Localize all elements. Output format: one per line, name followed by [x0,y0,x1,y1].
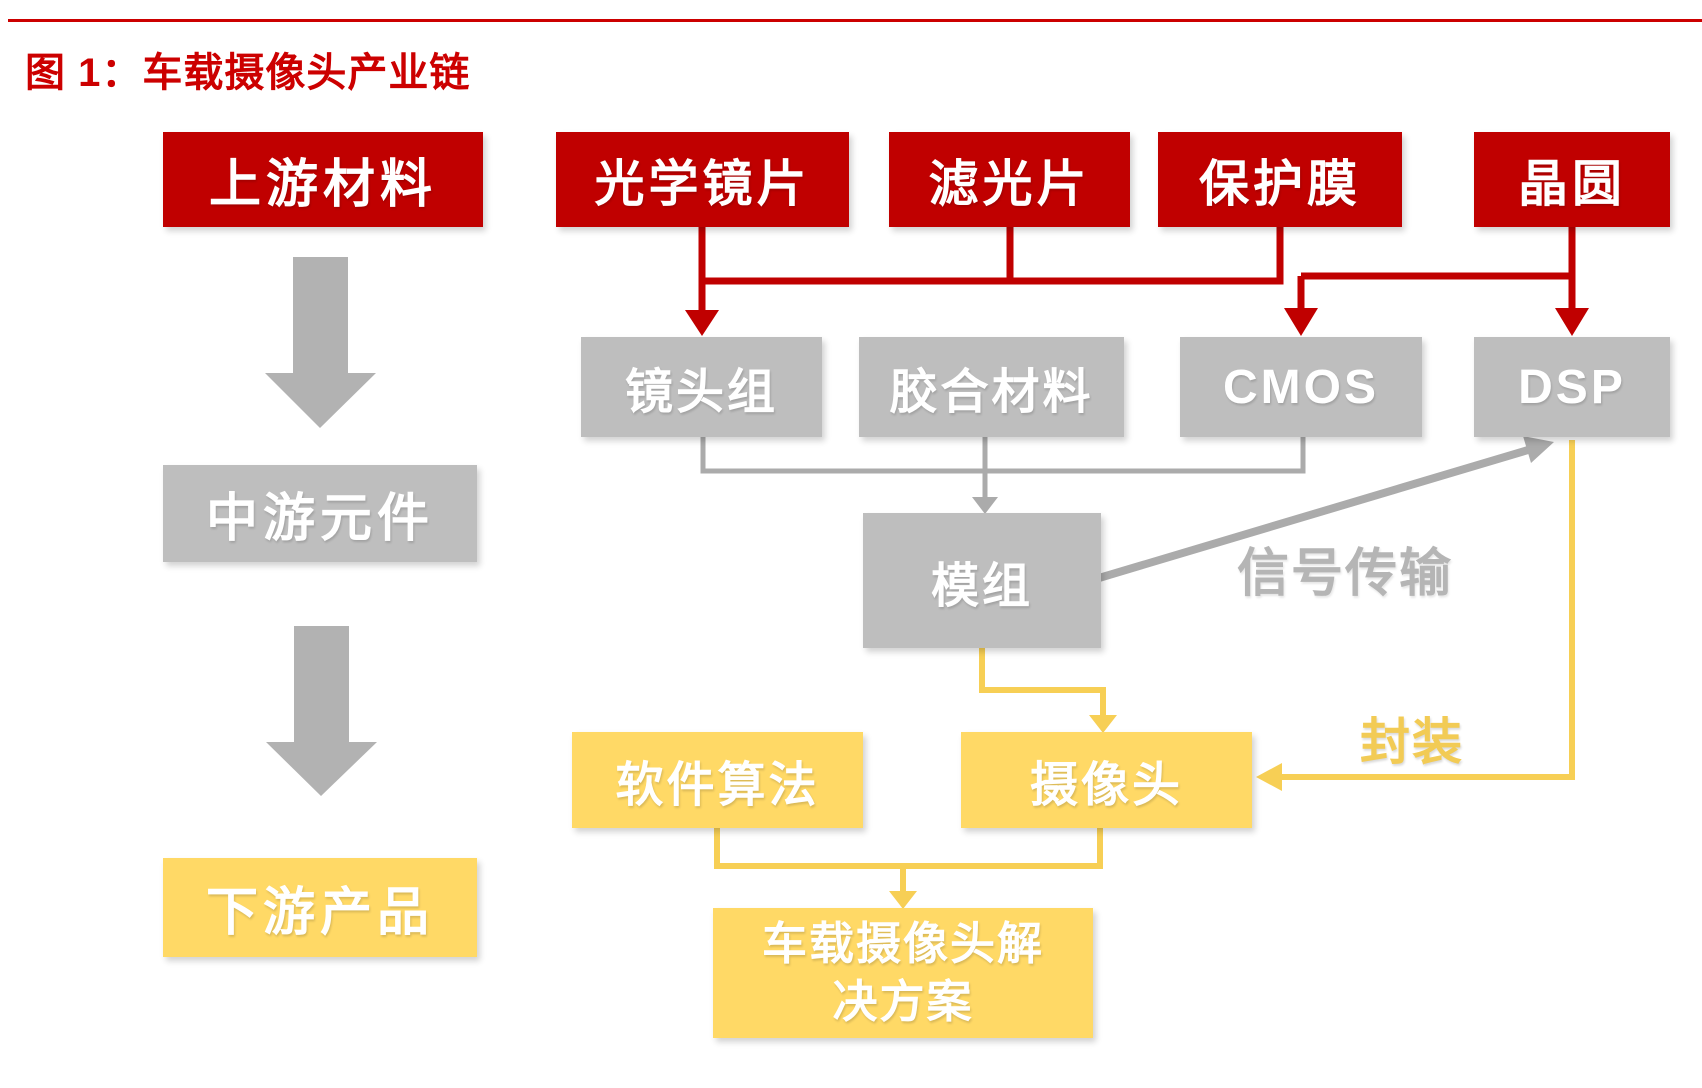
arrowhead-to-lens-group [685,310,719,336]
arrowhead-to-module [972,497,998,514]
box-dsp-label: DSP [1518,360,1626,414]
box-camera-solution-line2: 决方案 [832,976,974,1027]
connector-signal-transmission [1097,446,1530,582]
box-camera-solution-line1: 车载摄像头解 [761,917,1044,969]
box-downstream-products-label: 下游产品 [205,884,434,942]
box-optical-lens: 光学镜片 [556,132,849,227]
box-software-algorithm-label: 软件算法 [615,759,820,812]
box-cmos: CMOS [1180,337,1422,437]
box-optical-lens-label: 光学镜片 [594,155,811,212]
arrowhead-signal-to-dsp [1523,436,1554,463]
figure-title: 图 1：车载摄像头产业链 [25,51,471,95]
box-lens-group-label: 镜头组 [624,366,778,419]
box-camera-solution: 车载摄像头解 决方案 [713,908,1093,1038]
box-module: 模组 [863,513,1101,648]
box-camera-label: 摄像头 [1029,759,1183,812]
box-cmos-label: CMOS [1223,360,1379,414]
box-dsp: DSP [1474,337,1670,437]
box-camera: 摄像头 [961,732,1252,828]
box-filter-label: 滤光片 [928,155,1091,212]
box-upstream-materials-label: 上游材料 [208,156,437,214]
block-arrow-upstream-to-midstream [265,257,376,428]
box-midstream-components-label: 中游元件 [205,490,434,548]
box-bonding-material-label: 胶合材料 [889,366,1094,419]
arrowhead-to-solution [889,891,917,909]
box-protective-film-label: 保护膜 [1199,155,1361,212]
box-wafer: 晶圆 [1474,132,1670,227]
connector-module-to-camera [979,648,1106,717]
connector-dsp-to-camera-packaging [1280,440,1575,780]
label-signal-transmission: 信号传输 [1237,545,1454,603]
box-module-label: 模组 [930,559,1033,613]
label-packaging: 封装 [1360,714,1464,770]
box-midstream-components: 中游元件 [163,465,477,562]
arrowhead-module-to-camera [1089,715,1117,733]
box-wafer-label: 晶圆 [1518,155,1626,212]
box-software-algorithm: 软件算法 [572,732,863,828]
box-upstream-materials: 上游材料 [163,132,483,227]
box-filter: 滤光片 [889,132,1130,227]
arrowhead-packaging-to-camera [1256,763,1282,791]
box-bonding-material: 胶合材料 [859,337,1124,437]
block-arrow-midstream-to-downstream [266,626,377,796]
box-lens-group: 镜头组 [581,337,822,437]
arrowhead-to-cmos [1284,308,1318,336]
top-divider-rule [8,19,1702,22]
box-downstream-products: 下游产品 [163,858,477,957]
arrowhead-to-dsp [1555,308,1589,336]
box-protective-film: 保护膜 [1158,132,1402,227]
